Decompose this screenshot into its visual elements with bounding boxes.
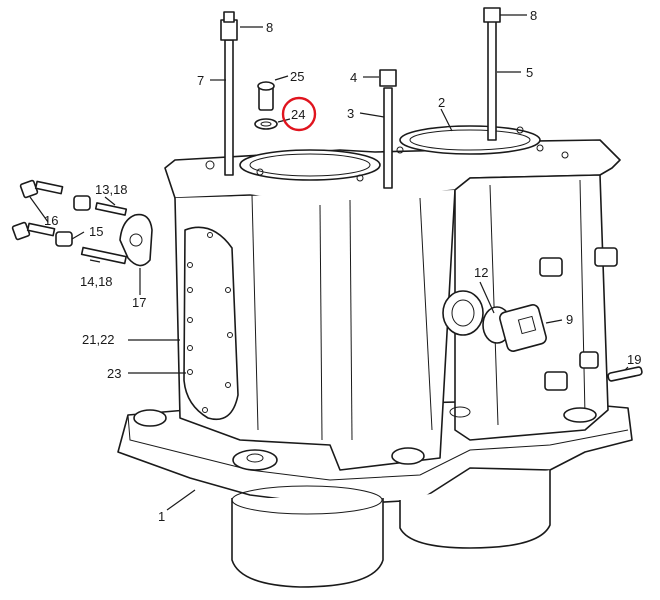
callout-8-right: 8: [530, 8, 537, 23]
callout-5: 5: [526, 65, 533, 80]
callout-21-22: 21,22: [82, 332, 115, 347]
callout-25: 25: [290, 69, 304, 84]
callout-1: 1: [158, 509, 165, 524]
callout-16: 16: [44, 213, 58, 228]
callout-17: 17: [132, 295, 146, 310]
callout-4: 4: [350, 70, 357, 85]
side-cover-plate: [183, 226, 239, 420]
block-fittings: [539, 247, 643, 391]
callout-9: 9: [566, 312, 573, 327]
cylinder-block: [117, 125, 633, 588]
callout-24: 24: [291, 107, 305, 122]
callout-13-18: 13,18: [95, 182, 128, 197]
loose-fasteners: [11, 179, 153, 267]
callout-14-18: 14,18: [80, 274, 113, 289]
callout-23: 23: [107, 366, 121, 381]
leader-lines: [29, 14, 629, 511]
callout-3: 3: [347, 106, 354, 121]
callout-15: 15: [89, 224, 103, 239]
highlight-circle-part-24: [281, 96, 317, 132]
core-plug-assembly: [442, 290, 547, 352]
callout-7: 7: [197, 73, 204, 88]
cylinder-head-studs: [220, 7, 501, 189]
callout-19: 19: [627, 352, 641, 367]
callout-8-left: 8: [266, 20, 273, 35]
callout-2: 2: [438, 95, 445, 110]
callout-labels: 8 8 7 25 24 4 3 5 2 13,18 16 15 14,18 17…: [44, 8, 641, 524]
callout-12: 12: [474, 265, 488, 280]
dowel-and-washer: [254, 81, 278, 130]
